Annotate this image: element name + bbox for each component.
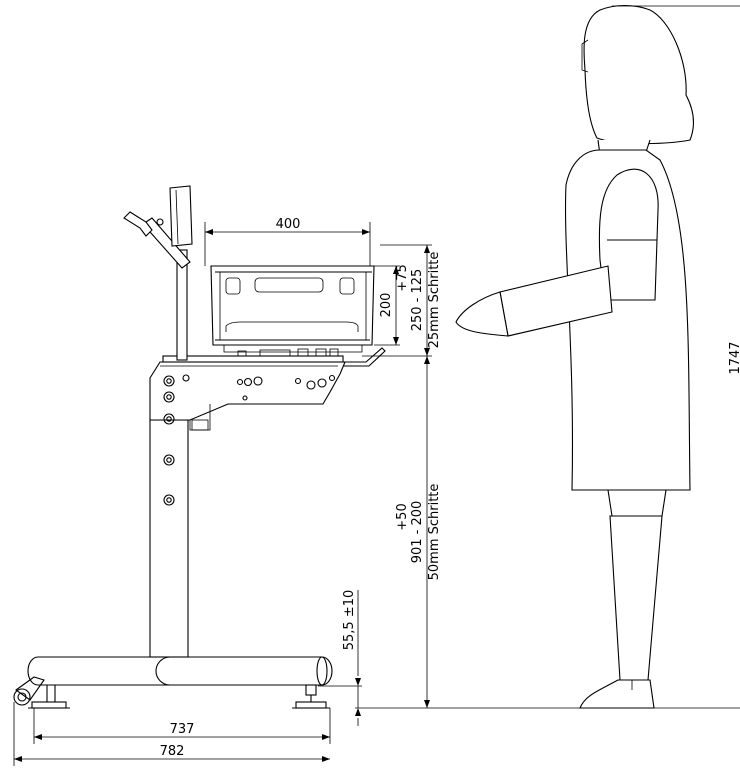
label-box-steps: 25mm Schritte bbox=[427, 252, 442, 349]
label-box-range: 250 - 125 bbox=[410, 269, 425, 332]
label-table-range: 901 - 200 bbox=[410, 501, 425, 564]
platform bbox=[162, 347, 386, 367]
dimension-labels: 400 200 +75 250 - 125 25mm Schritte +50 … bbox=[160, 217, 740, 759]
support-bracket bbox=[149, 361, 346, 431]
label-box-width: 400 bbox=[276, 217, 301, 232]
label-inner-width: 737 bbox=[170, 722, 195, 737]
stand-base bbox=[13, 656, 333, 709]
stand-column bbox=[149, 419, 189, 658]
monitor-mount bbox=[123, 185, 193, 361]
label-box-height: 200 bbox=[379, 293, 394, 318]
label-box-adjust: +75 bbox=[395, 264, 410, 291]
label-person-height: 1747 bbox=[728, 341, 740, 374]
label-outer-width: 782 bbox=[160, 744, 185, 759]
label-table-adjust: +50 bbox=[395, 503, 410, 530]
storage-crate bbox=[210, 265, 375, 353]
human-figure bbox=[455, 4, 695, 709]
dimension-lines bbox=[13, 5, 740, 766]
label-table-steps: 50mm Schritte bbox=[427, 484, 442, 581]
label-foot-height: 55,5 ±10 bbox=[342, 590, 357, 651]
